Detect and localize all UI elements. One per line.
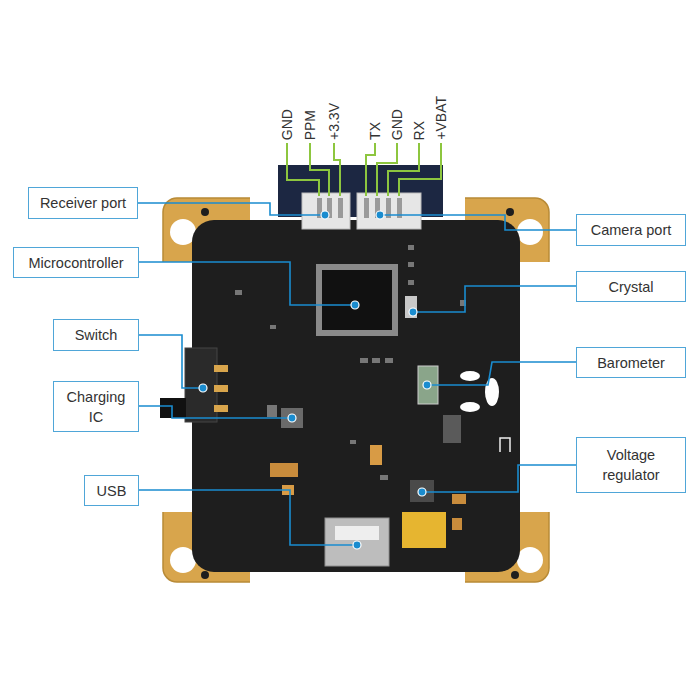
leader-dots xyxy=(199,211,431,549)
callout-text: Charging IC xyxy=(60,387,132,427)
slot-hole xyxy=(460,402,480,412)
pin-label: GND xyxy=(279,109,295,140)
mount-hole xyxy=(201,208,209,216)
callout-box: Camera port xyxy=(576,214,686,246)
usb-connector xyxy=(325,518,389,566)
voltage-regulator xyxy=(410,480,434,502)
callout-text: Receiver port xyxy=(40,193,126,213)
mount-hole xyxy=(511,571,519,579)
silkscreen xyxy=(500,438,510,452)
callout-text: Camera port xyxy=(591,220,672,240)
microcontroller-chip xyxy=(316,264,398,336)
callout-text: Crystal xyxy=(608,277,653,297)
pin-label: TX xyxy=(367,122,383,140)
frame-notch xyxy=(250,570,465,590)
crystal xyxy=(405,296,417,318)
small-parts xyxy=(235,245,466,480)
frame-hole xyxy=(517,547,543,573)
slot-hole xyxy=(460,371,480,381)
callout-text: Voltage regulator xyxy=(583,445,679,485)
pin-label: RX xyxy=(411,121,427,140)
mount-hole xyxy=(506,208,514,216)
callout-box: Voltage regulator xyxy=(576,437,686,493)
ic xyxy=(443,415,461,443)
callout-box: Crystal xyxy=(576,271,686,302)
gold-frame xyxy=(163,198,549,582)
callout-text: Barometer xyxy=(597,353,665,373)
callout-text: Microcontroller xyxy=(28,253,123,273)
pin-label: +VBAT xyxy=(433,96,449,140)
callout-text: USB xyxy=(97,481,127,501)
callout-box: Receiver port xyxy=(28,187,138,219)
pin-label: PPM xyxy=(302,110,318,140)
frame-notch xyxy=(518,262,562,512)
callout-box: USB xyxy=(84,475,139,506)
callout-box: Charging IC xyxy=(53,381,139,432)
receiver-connector xyxy=(302,193,350,229)
callout-text: Switch xyxy=(75,325,118,345)
switch xyxy=(160,348,228,422)
pcb xyxy=(192,220,520,572)
camera-connector xyxy=(357,193,421,229)
callout-box: Switch xyxy=(53,319,139,351)
pin-wires xyxy=(287,143,441,196)
capacitors xyxy=(270,445,466,548)
mount-hole xyxy=(201,571,209,579)
leader-lines xyxy=(138,203,576,545)
callout-box: Barometer xyxy=(576,347,686,378)
frame-hole xyxy=(517,219,543,245)
pin-label: +3.3V xyxy=(326,103,342,140)
slot-hole xyxy=(485,378,499,406)
callout-box: Microcontroller xyxy=(13,247,139,278)
pin-label: GND xyxy=(389,109,405,140)
